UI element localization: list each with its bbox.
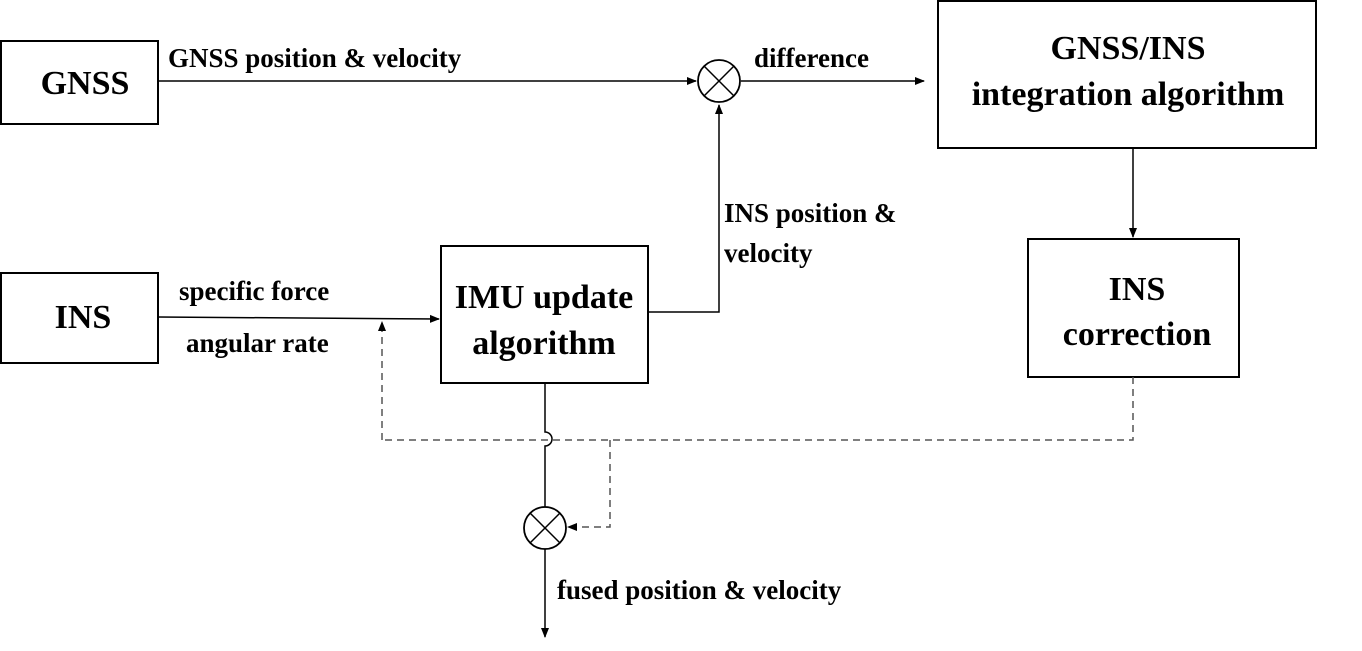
imu-update-label-line2: algorithm xyxy=(472,325,616,362)
correction-to-fused-sum-arrow xyxy=(567,440,611,531)
ins-correction-label-line2: correction xyxy=(1063,316,1212,353)
imu-to-difference-arrow xyxy=(648,104,723,313)
ins-correction-block: INS correction xyxy=(1027,238,1240,378)
ins-to-imu-arrow xyxy=(157,314,440,323)
ins-correction-label-line1: INS xyxy=(1109,271,1166,308)
integration-label-line1: GNSS/INS xyxy=(1051,30,1206,67)
ins-block-label: INS xyxy=(55,299,112,336)
gnss-block-label: GNSS xyxy=(41,65,130,102)
imu-update-label-line1: IMU update xyxy=(455,279,634,316)
integration-algorithm-block: GNSS/INS integration algorithm xyxy=(937,0,1317,149)
imu-update-block: IMU update algorithm xyxy=(440,245,649,384)
correction-feedback-line xyxy=(382,377,1134,441)
angular-rate-label: angular rate xyxy=(186,328,329,358)
gnss-output-label: GNSS position & velocity xyxy=(168,43,462,73)
difference-summing-junction xyxy=(697,59,741,103)
specific-force-label: specific force xyxy=(179,276,329,306)
ins-block: INS xyxy=(0,272,159,364)
difference-label: difference xyxy=(754,43,869,73)
ins-output-label-line1: INS position & xyxy=(724,198,897,228)
ins-output-label-line2: velocity xyxy=(724,238,813,268)
fused-output-label: fused position & velocity xyxy=(557,575,842,605)
integration-label-line2: integration algorithm xyxy=(972,76,1285,113)
imu-to-fused-sum-line xyxy=(544,383,553,507)
gnss-block: GNSS xyxy=(0,40,159,125)
fused-summing-junction xyxy=(523,506,567,550)
